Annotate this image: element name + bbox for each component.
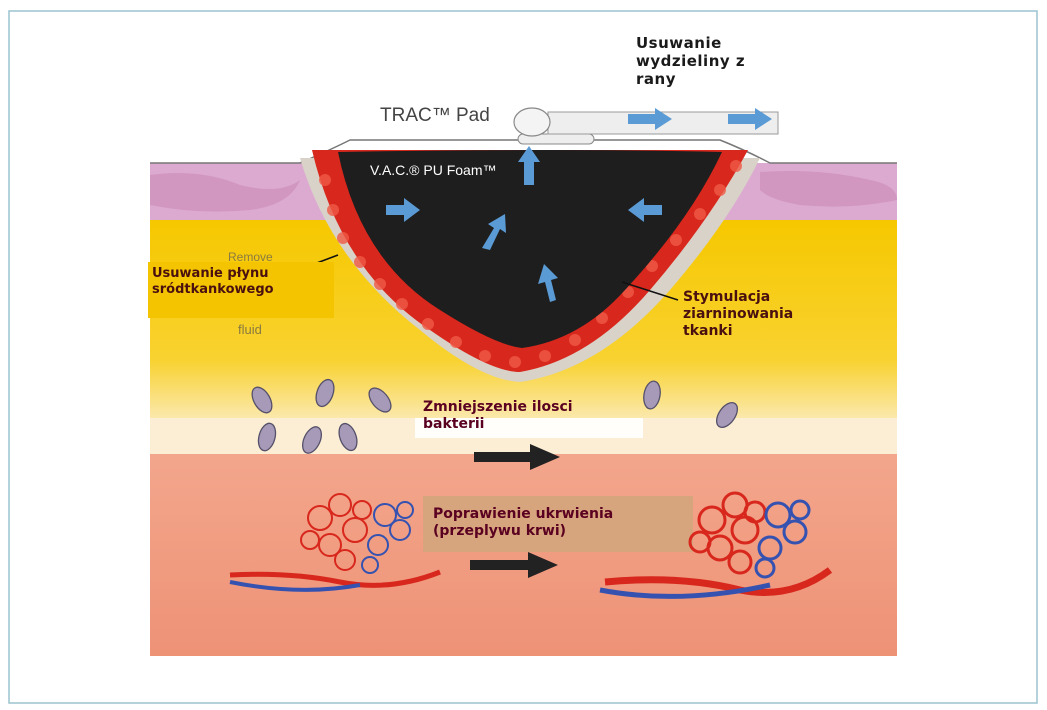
fluid-removal-label: Usuwanie płynu sródtkankowego — [152, 266, 274, 297]
blood-flow-label: Poprawienie ukrwienia (przeplywu krwi) — [433, 506, 613, 540]
exudate-removal-label: Usuwanie wydzieliny z rany — [636, 34, 745, 88]
trac-pad-label: TRAC™ Pad — [380, 105, 490, 128]
bacteria-reduction-label: Zmniejszenie ilosci bakterii — [423, 399, 573, 433]
vac-foam-label: V.A.C.® PU Foam™ — [370, 162, 497, 179]
trac-pad-connector — [514, 108, 550, 136]
dermis-layer — [150, 454, 897, 656]
original-fluid-text: fluid — [238, 322, 262, 338]
granulation-label: Stymulacja ziarninowania tkanki — [683, 289, 793, 339]
